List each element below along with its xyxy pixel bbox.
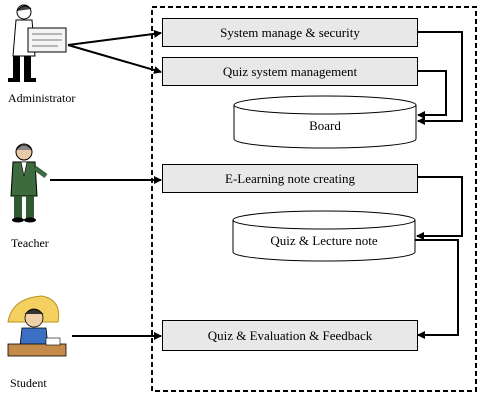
elearning-note-label: E-Learning note creating bbox=[225, 170, 355, 186]
teacher-label: Teacher bbox=[11, 236, 49, 250]
quiz-system-process: Quiz system management bbox=[162, 57, 418, 86]
quiz-lecture-datastore-label: Quiz & Lecture note bbox=[270, 233, 378, 248]
admin-to-system-manage-arrow bbox=[67, 29, 162, 46]
quiz-eval-label: Quiz & Evaluation & Feedback bbox=[207, 327, 373, 343]
teacher-figure bbox=[10, 143, 48, 223]
student-figure bbox=[7, 295, 67, 357]
quiz-lecture-to-quiz-eval-flow bbox=[415, 239, 459, 339]
board-datastore-shape bbox=[233, 95, 417, 149]
system-boundary bbox=[151, 6, 477, 392]
quiz-system-label: Quiz system management bbox=[222, 63, 358, 79]
elearning-to-quiz-lecture-flow bbox=[416, 176, 463, 240]
quiz-eval-process: Quiz & Evaluation & Feedback bbox=[162, 320, 418, 351]
quiz-system-to-board-flow bbox=[417, 70, 447, 119]
quiz-lecture-datastore-shape bbox=[232, 210, 416, 262]
elearning-note-process: E-Learning note creating bbox=[162, 164, 418, 193]
system-manage-label: System manage & security bbox=[220, 24, 360, 40]
board-datastore-label: Board bbox=[309, 118, 341, 133]
student-label: Student bbox=[10, 376, 47, 390]
administrator-label: Administrator bbox=[8, 91, 76, 105]
system-manage-process: System manage & security bbox=[162, 18, 418, 47]
administrator-figure bbox=[8, 4, 67, 82]
system-manage-to-board-flow bbox=[417, 31, 463, 125]
admin-to-quiz-system-arrow bbox=[67, 44, 162, 74]
